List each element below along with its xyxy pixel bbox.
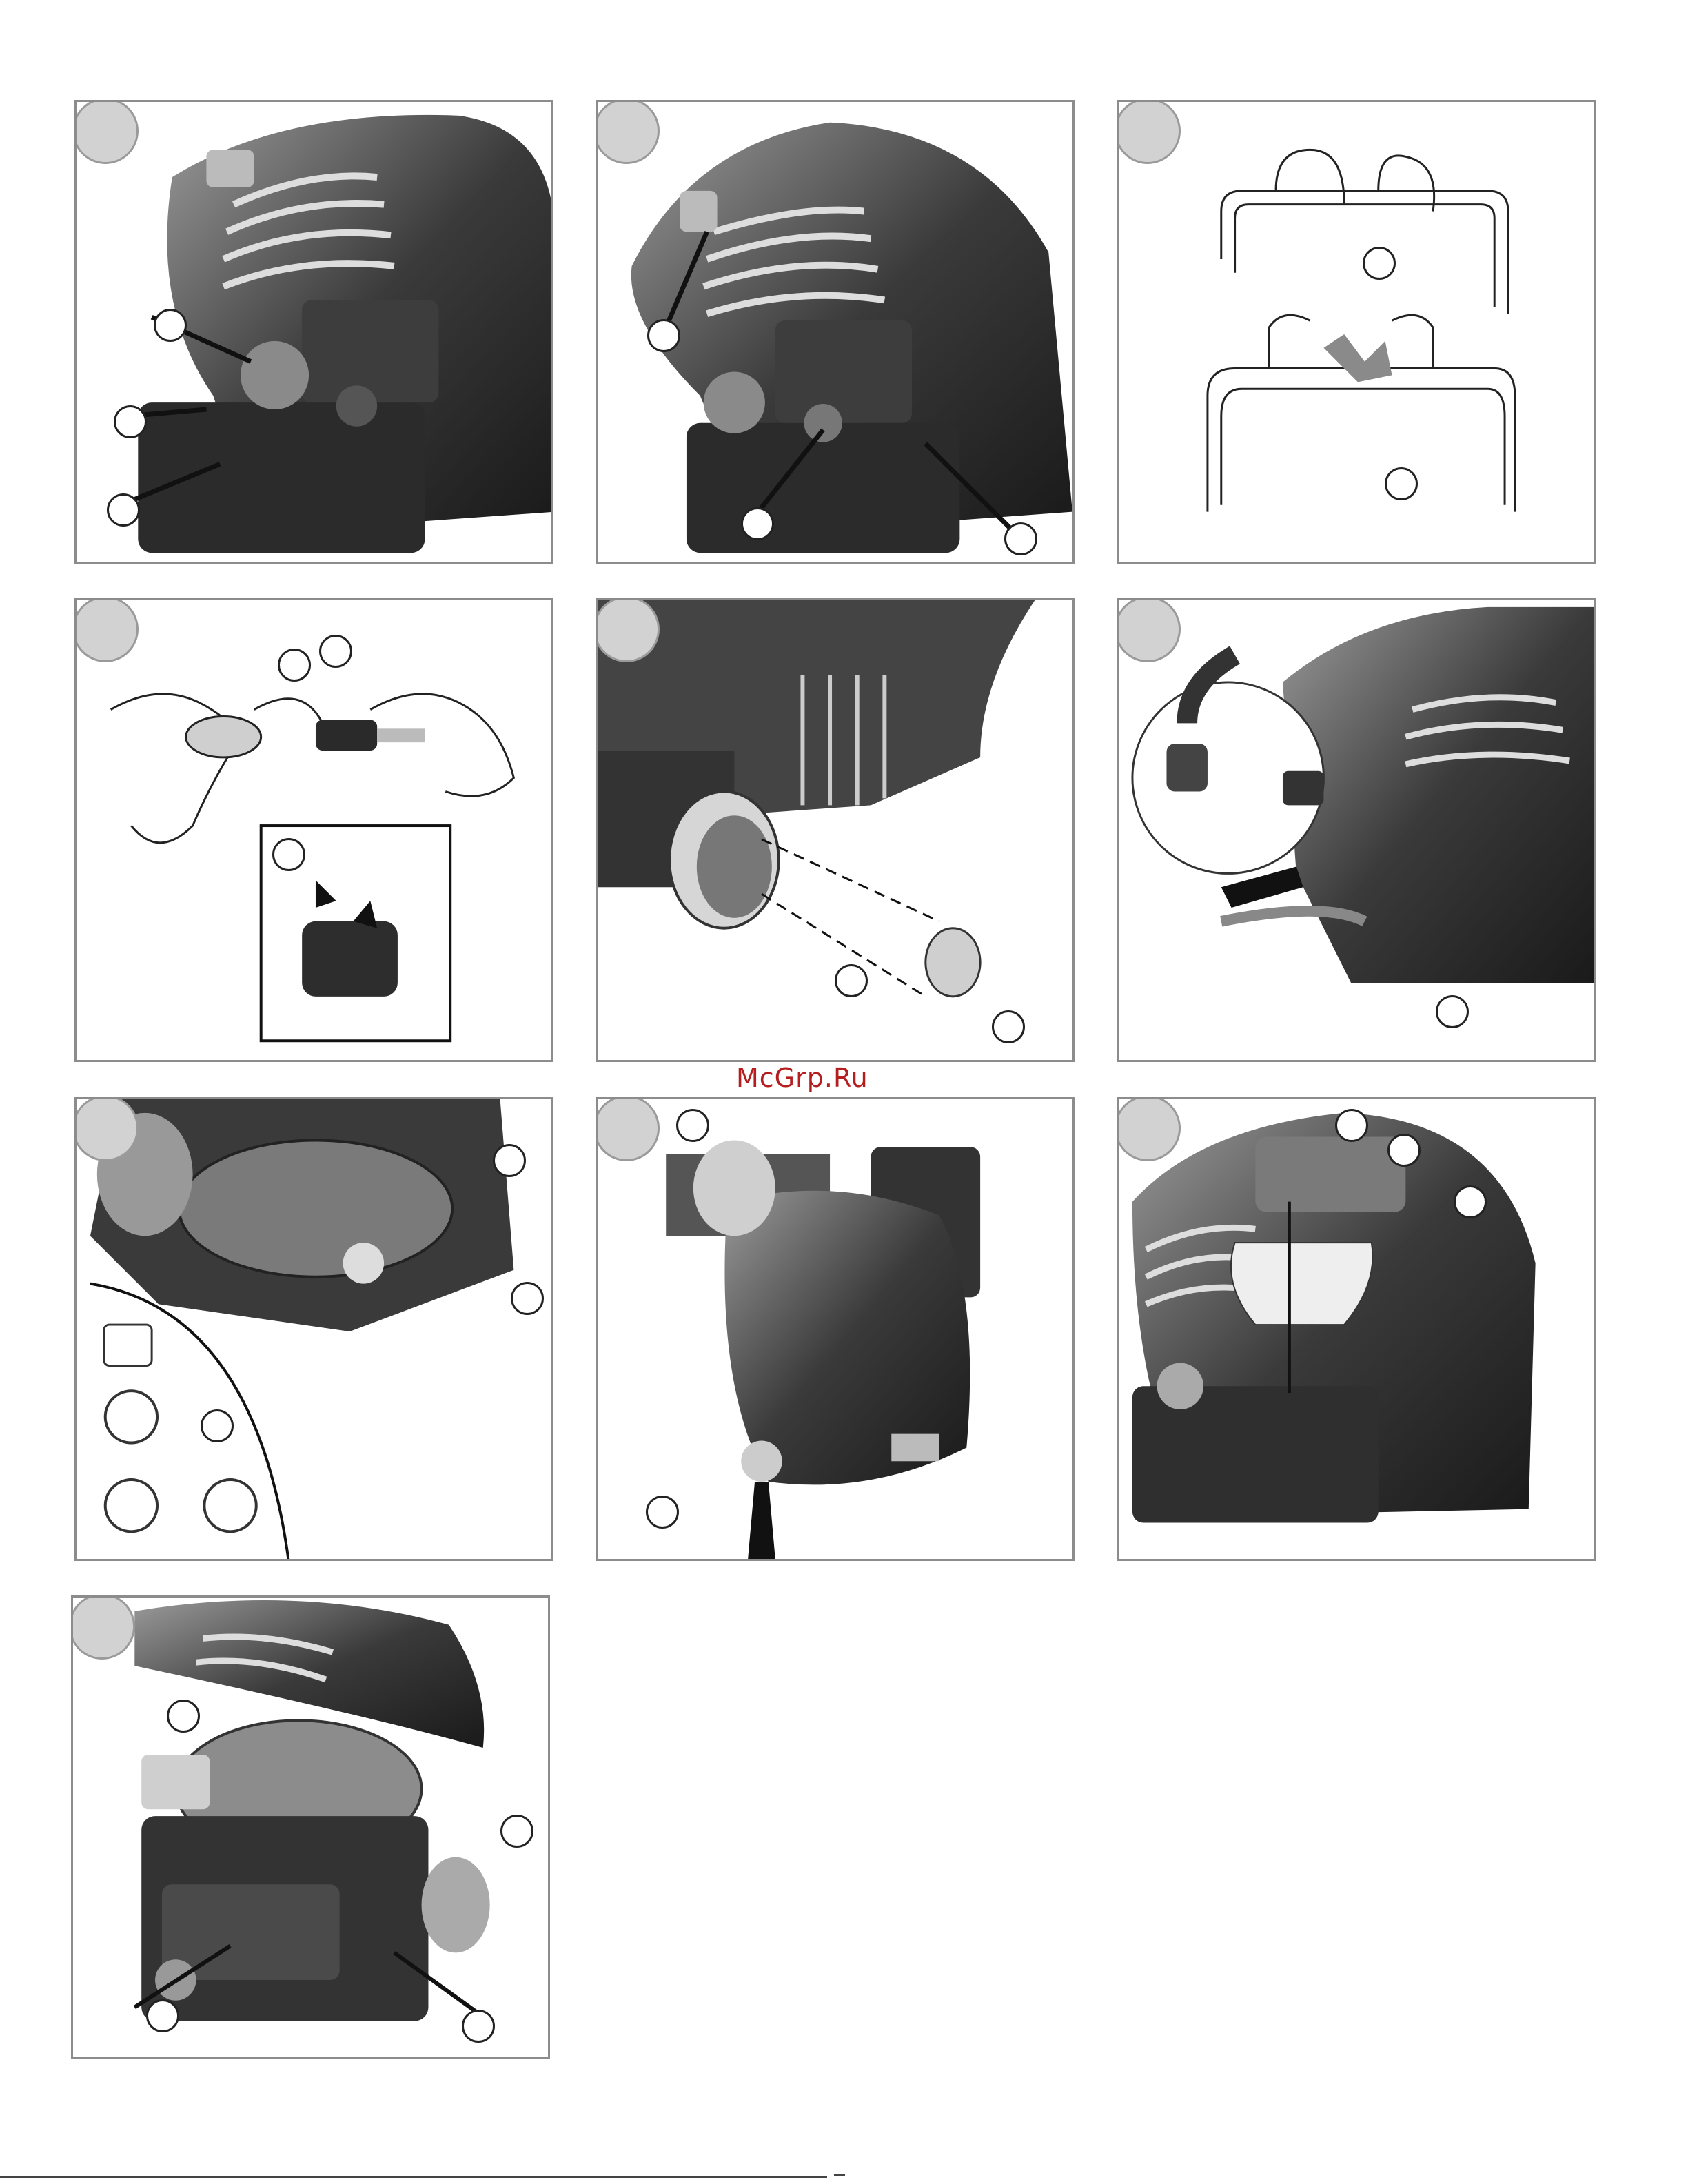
callout-marker <box>278 649 311 682</box>
callout-marker <box>1004 522 1037 555</box>
figure-panel-2 <box>596 100 1075 564</box>
callout-marker <box>167 1700 200 1733</box>
callout-marker <box>201 1409 234 1442</box>
callout-marker <box>154 309 187 342</box>
callout-marker <box>462 2010 495 2043</box>
figure-panel-7 <box>74 1097 553 1561</box>
callout-marker <box>1387 1134 1421 1167</box>
callout-marker <box>1436 995 1469 1028</box>
callout-marker <box>319 635 352 668</box>
callout-marker <box>272 838 305 871</box>
callout-marker <box>1385 467 1418 500</box>
oil-fill-illustration <box>598 1099 1072 1559</box>
callout-marker <box>992 1010 1025 1043</box>
watermark: McGrp.Ru <box>736 1063 868 1093</box>
air-filter-illustration <box>1119 1099 1594 1559</box>
callout-marker <box>1363 247 1396 280</box>
callout-marker <box>146 1999 179 2032</box>
figure-panel-6 <box>1117 598 1596 1062</box>
figure-panel-1 <box>74 100 553 564</box>
oil-drain-illustration <box>77 1099 551 1559</box>
figure-panel-10 <box>71 1595 550 2059</box>
figure-panel-4 <box>74 598 553 1062</box>
figure-panel-8 <box>596 1097 1075 1561</box>
callout-marker <box>114 405 147 438</box>
footer-tick <box>834 2174 845 2176</box>
figure-panel-5 <box>596 598 1075 1062</box>
callout-marker <box>741 507 774 540</box>
callout-marker <box>676 1109 709 1142</box>
callout-marker <box>107 493 140 527</box>
spark-plug-illustration <box>77 600 551 1060</box>
callout-marker <box>493 1144 526 1177</box>
callout-marker <box>500 1815 533 1848</box>
figure-panel-3 <box>1117 100 1596 564</box>
callout-marker <box>1335 1109 1368 1142</box>
engine-cover-illustration <box>73 1598 548 2057</box>
fuel-line-illustration <box>1119 600 1594 1060</box>
handle-illustration <box>1119 102 1594 562</box>
callout-marker <box>835 964 868 997</box>
figure-panel-9 <box>1117 1097 1596 1561</box>
engine-illustration <box>77 102 551 562</box>
callout-marker <box>646 1496 679 1529</box>
callout-marker <box>647 319 680 352</box>
muffler-illustration <box>598 600 1072 1060</box>
footer-rule <box>0 2176 827 2178</box>
callout-marker <box>511 1282 544 1315</box>
callout-marker <box>1454 1185 1487 1218</box>
